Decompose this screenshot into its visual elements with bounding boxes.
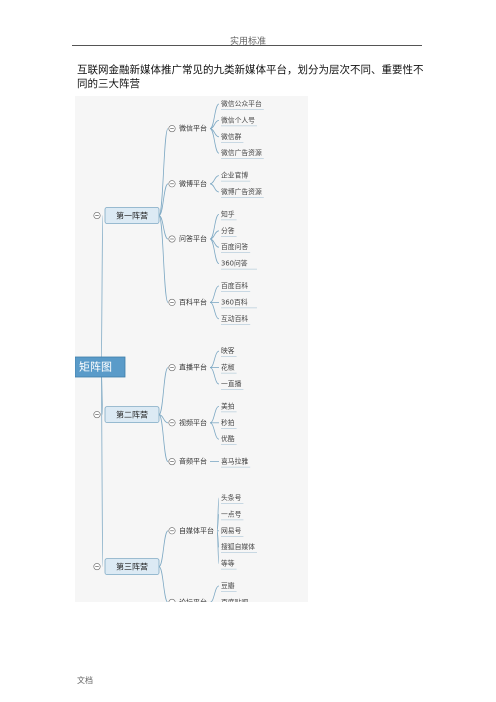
leaf-item-label: 优酷 xyxy=(221,434,235,443)
header-rule xyxy=(72,45,422,46)
leaf-item-label: 喜马拉雅 xyxy=(221,457,248,466)
group-node-label: 第一阵营 xyxy=(116,211,148,221)
leaf-item-label: 互动百科 xyxy=(221,314,248,323)
leaf-item-label: 百度贴吧 xyxy=(221,597,248,602)
group-node-label: 第二阵营 xyxy=(116,410,148,420)
leaf-item-label: 等等 xyxy=(221,559,235,568)
connector-group-category xyxy=(158,414,169,462)
leaf-item-label: 微信个人号 xyxy=(221,115,255,124)
connector-group-category xyxy=(158,530,169,567)
leaf-item-label: 企业官博 xyxy=(221,171,248,180)
leaf-item-label: 360百科 xyxy=(221,297,248,306)
leaf-item-label: 百度问答 xyxy=(221,242,248,251)
leaf-item-label: 头条号 xyxy=(221,493,242,502)
connector-group-category xyxy=(158,414,169,424)
connector-category-item xyxy=(209,175,220,185)
category-label: 音频平台 xyxy=(179,457,207,466)
leaf-item-label: 360问答 xyxy=(221,259,248,268)
leaf-item-label: 美拍 xyxy=(221,401,235,410)
leaf-item-label: 微信群 xyxy=(221,132,242,141)
connector-group-category xyxy=(158,566,169,603)
connector-category-item xyxy=(209,350,220,368)
leaf-item-label: 豆瓣 xyxy=(221,581,235,590)
connector-category-item xyxy=(209,422,220,440)
leaf-item-label: 秒拍 xyxy=(221,418,235,427)
leaf-item-label: 微信公众平台 xyxy=(221,99,262,108)
group-node-label: 第三阵营 xyxy=(116,562,148,572)
connector-category-item xyxy=(209,367,220,385)
category-label: 微博平台 xyxy=(179,179,207,188)
connector-group-category xyxy=(158,183,169,216)
category-label: 百科平台 xyxy=(179,297,207,306)
connector-category-item xyxy=(209,230,220,240)
category-label: 视频平台 xyxy=(179,418,207,427)
leaf-item-label: 花椒 xyxy=(221,363,235,372)
connector-category-item xyxy=(209,103,220,129)
leaf-item-label: 微信广告资源 xyxy=(221,148,262,157)
leaf-item-label: 百度百科 xyxy=(221,281,248,290)
connector-category-item xyxy=(209,183,220,193)
connector-category-item xyxy=(209,214,220,240)
category-label: 自媒体平台 xyxy=(179,526,214,535)
root-node-label: 矩阵图 xyxy=(79,360,112,374)
leaf-item-label: 映客 xyxy=(221,346,235,355)
connector-group-category xyxy=(158,367,169,415)
connector-group-category xyxy=(158,215,169,303)
category-label: 问答平台 xyxy=(179,234,207,243)
connector-category-item xyxy=(209,238,220,264)
leaf-item-label: 分答 xyxy=(221,226,235,235)
page-header: 实用标准 xyxy=(229,37,266,47)
connector-group-category xyxy=(158,215,169,240)
page-footer: 文档 xyxy=(77,676,93,685)
connector-group-category xyxy=(158,128,169,216)
document-title: 互联网金融新媒体推广常见的九类新媒体平台，划分为层次不同、重要性不同的三大阵营 xyxy=(77,64,424,90)
leaf-item-label: 知乎 xyxy=(221,209,235,218)
connector-category-item xyxy=(216,514,220,532)
mindmap: 第一阵营 微信平台 微信公众平台微信个人号微信群微信广告资源微博平台 企业官博微博广告… xyxy=(74,96,308,625)
connector-category-item xyxy=(209,128,220,154)
leaf-item-label: 网易号 xyxy=(221,527,242,535)
connector-category-item xyxy=(209,585,220,603)
connector-category-item xyxy=(209,120,220,129)
connector-root-group xyxy=(100,215,104,368)
connector-category-item xyxy=(216,530,220,564)
leaf-item-label: 搜狐自媒体 xyxy=(221,542,255,551)
root-node-box xyxy=(74,356,126,378)
collapse-toggle-icon xyxy=(168,598,176,606)
leaf-item-label: 一直播 xyxy=(221,379,242,388)
category-label: 论坛平台 xyxy=(179,597,207,602)
leaf-item-label: 微博广告资源 xyxy=(221,187,262,196)
category-label: 微信平台 xyxy=(179,124,207,133)
leaf-item-label: 一点号 xyxy=(221,510,242,518)
category-label: 直播平台 xyxy=(179,363,207,372)
connector-category-item xyxy=(209,406,220,424)
connector-category-item xyxy=(209,285,220,303)
connector-category-item xyxy=(209,302,220,320)
